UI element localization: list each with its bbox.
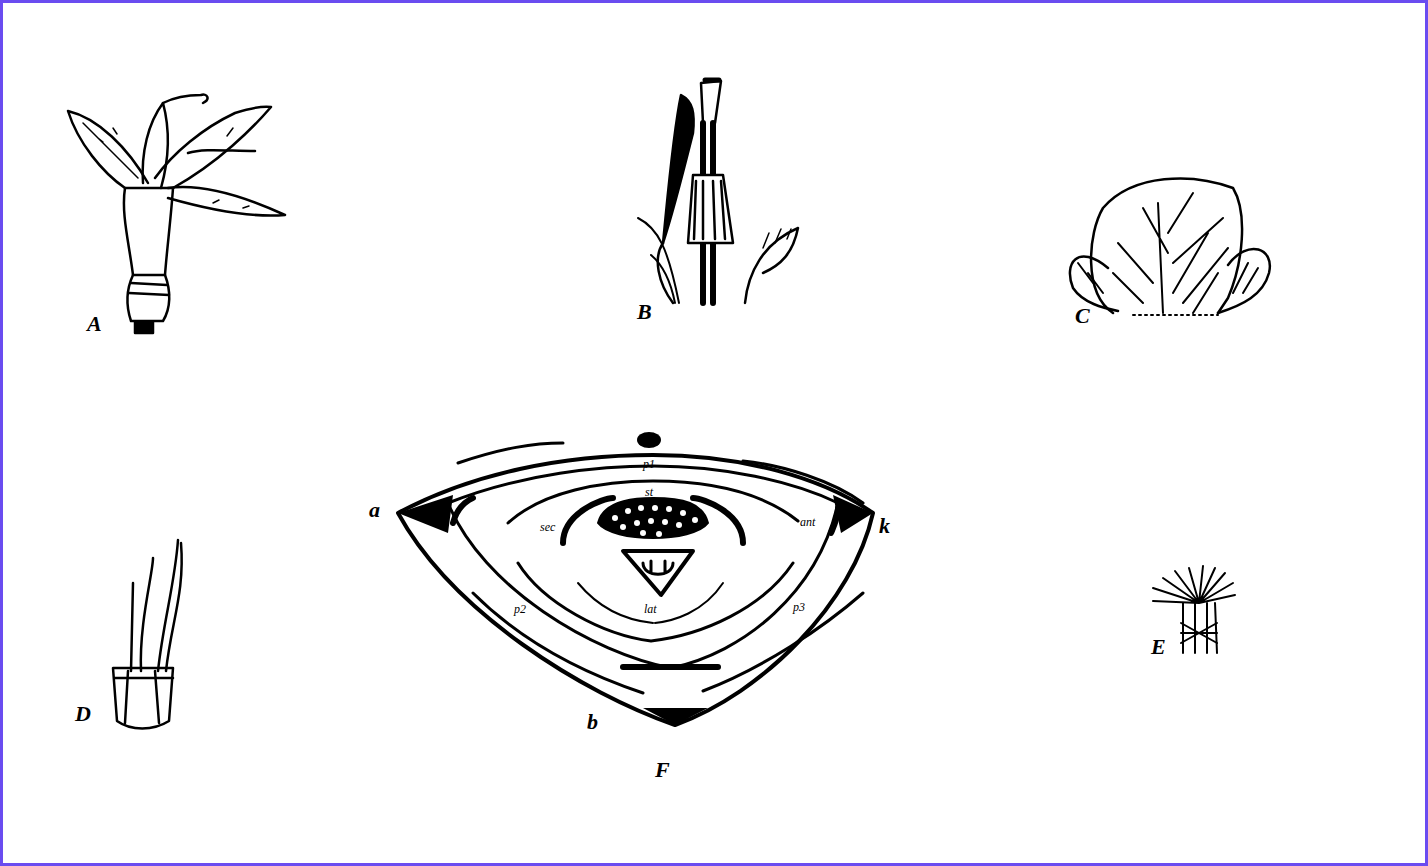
part-label: ant — [800, 516, 815, 528]
flower-illustration — [3, 3, 1425, 863]
part-label: lat — [644, 603, 657, 615]
part-label: st — [645, 486, 653, 498]
part-label: p3 — [793, 601, 805, 613]
figure-letter: b — [587, 711, 598, 733]
part-label: sec — [540, 521, 555, 533]
figure-letter: B — [637, 301, 652, 323]
figure-letter: E — [1151, 636, 1166, 658]
figure-letter: C — [1075, 305, 1090, 327]
stamens-d — [113, 540, 182, 729]
figure-letter: F — [655, 759, 670, 781]
figure-letter: D — [75, 703, 91, 725]
floral-diagram-f — [398, 432, 873, 725]
figure-letter: a — [369, 499, 380, 521]
figure-letter: k — [879, 515, 890, 537]
part-label: p2 — [514, 603, 526, 615]
petal-c — [1070, 178, 1270, 315]
figure-letter: A — [87, 313, 102, 335]
flower-a — [68, 95, 285, 333]
part-label: p1 — [643, 458, 655, 470]
flower-b — [638, 80, 798, 303]
